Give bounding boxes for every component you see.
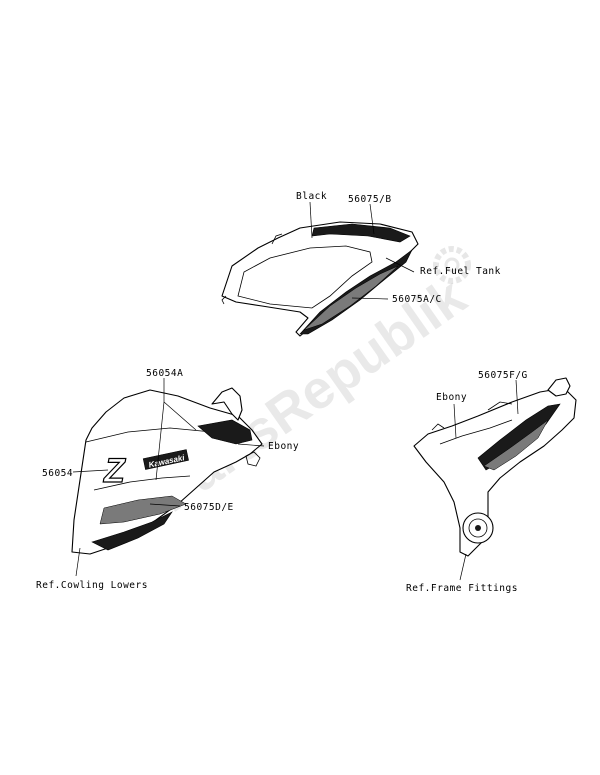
label-cover-part-fg: 56075F/G: [478, 370, 528, 381]
leader-ref-cowling-lowers: [75, 547, 81, 577]
label-cowl-part-54a: 56054A: [146, 368, 183, 379]
leader-cowl-ebony: [237, 443, 265, 447]
z-logo-decal: Z: [102, 451, 126, 490]
label-tank-part-b: 56075/B: [348, 194, 392, 205]
gear-watermark-icon: [433, 246, 471, 284]
label-ref-cowling-lowers: Ref.Cowling Lowers: [36, 580, 148, 591]
leader-cover-ebony: [453, 403, 457, 439]
leader-lines: [72, 201, 519, 581]
leader-tank-ac: [351, 297, 389, 300]
leader-tank-b: [369, 203, 375, 235]
callout-labels: Black 56075/B Ref.Fuel Tank 56075A/C 560…: [36, 191, 528, 594]
z-logo-text: Z: [103, 452, 126, 490]
label-tank-part-ac: 56075A/C: [392, 294, 442, 305]
label-ref-frame-fittings: Ref.Frame Fittings: [406, 583, 518, 594]
label-tank-black: Black: [296, 191, 327, 202]
leader-cover-fg: [515, 379, 519, 415]
label-cover-ebony: Ebony: [436, 392, 467, 403]
leader-cowl-54: [72, 469, 109, 473]
label-ref-fuel-tank: Ref.Fuel Tank: [420, 266, 501, 277]
side-frame-cover: [413, 377, 577, 557]
leader-ref-frame-fittings: [459, 553, 467, 581]
fuel-tank-cover: [221, 221, 419, 337]
leader-cowl-54a-2: [155, 401, 165, 481]
leader-ref-fuel-tank: [385, 257, 415, 273]
leader-cowl-de: [149, 503, 181, 507]
leader-tank-black: [309, 201, 313, 239]
label-cowl-part-de: 56075D/E: [184, 502, 234, 513]
label-cowl-ebony: Ebony: [268, 441, 299, 452]
label-cowl-part-54: 56054: [42, 468, 73, 479]
